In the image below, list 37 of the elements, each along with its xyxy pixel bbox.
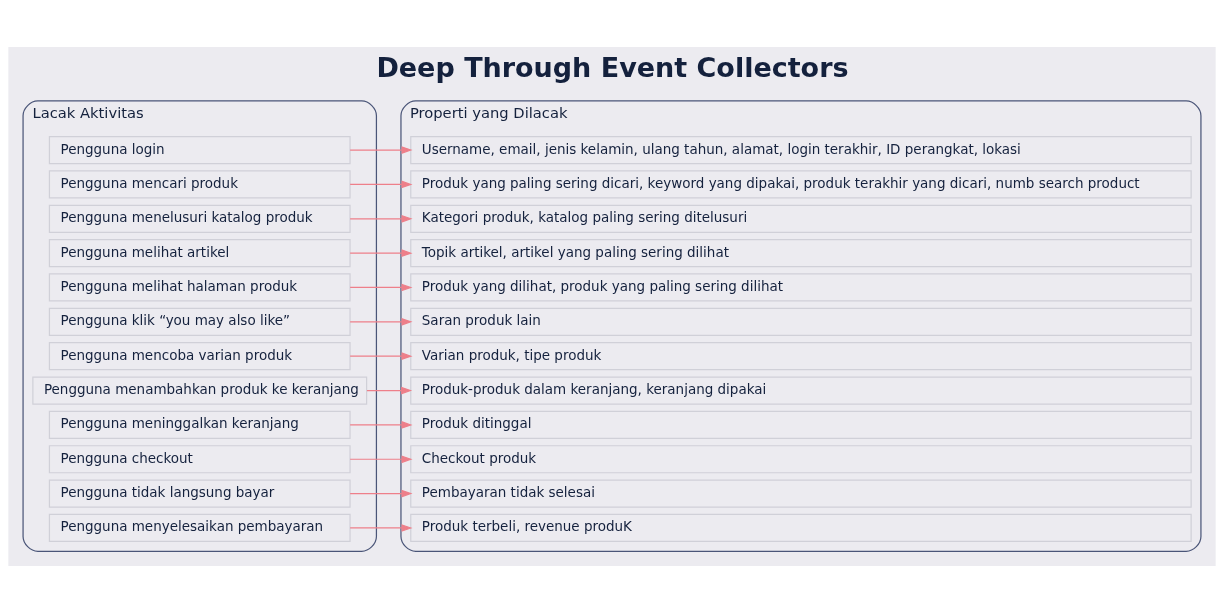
node-box: Pengguna melihat artikel	[48, 238, 351, 267]
node-box: Pengguna mencoba varian produk	[48, 341, 351, 370]
node-box: Produk yang paling sering dicari, keyword yang dipakai, produk terakhir yang dicari, numb search product	[410, 169, 1192, 199]
arrow	[366, 386, 413, 394]
node-box: Pengguna menambahkan produk ke keranjang	[32, 375, 368, 405]
node-box: Pengguna tidak langsung bayar	[48, 479, 351, 508]
node-box: Produk yang dilihat, produk yang paling sering dilihat	[410, 272, 1192, 302]
arrow	[349, 489, 413, 497]
arrow	[349, 454, 413, 463]
node-box: Pengguna menelusuri katalog produk	[48, 204, 351, 233]
arrow	[349, 283, 413, 291]
node-box: Produk terbeli, revenue produK	[410, 513, 1192, 542]
node-box: Pengguna melihat halaman produk	[48, 272, 351, 302]
node-box: Kategori produk, katalog paling sering ditelusuri	[410, 204, 1192, 233]
node-box: Username, email, jenis kelamin, ulang tahun, alamat, login terakhir, ID perangkat, lokasi	[410, 135, 1192, 164]
node-box: Varian produk, tipe produk	[410, 341, 1192, 370]
arrow	[349, 214, 413, 223]
node-box: Pengguna checkout	[48, 444, 351, 473]
arrow	[349, 145, 413, 154]
arrow	[349, 248, 413, 257]
node-box: Pengguna menyelesaikan pembayaran	[48, 513, 351, 542]
node-box: Topik artikel, artikel yang paling sering dilihat	[410, 238, 1192, 267]
node-box: Pengguna login	[48, 135, 351, 164]
node-box: Pengguna mencari produk	[48, 169, 351, 199]
arrow	[349, 317, 413, 326]
diagram-title: Deep Through Event Collectors	[376, 51, 849, 83]
node-box: Pengguna klik “you may also like”	[48, 307, 351, 336]
node-box: Produk-produk dalam keranjang, keranjang dipakai	[410, 375, 1192, 405]
node-box: Pengguna meninggalkan keranjang	[48, 410, 351, 439]
arrow	[349, 351, 413, 360]
node-box: Produk ditinggal	[410, 410, 1192, 439]
arrow	[349, 180, 413, 188]
arrow	[349, 420, 413, 429]
arrow	[349, 523, 413, 532]
node-box: Checkout produk	[410, 444, 1192, 473]
node-box: Saran produk lain	[410, 307, 1192, 336]
node-box: Pembayaran tidak selesai	[410, 479, 1192, 508]
